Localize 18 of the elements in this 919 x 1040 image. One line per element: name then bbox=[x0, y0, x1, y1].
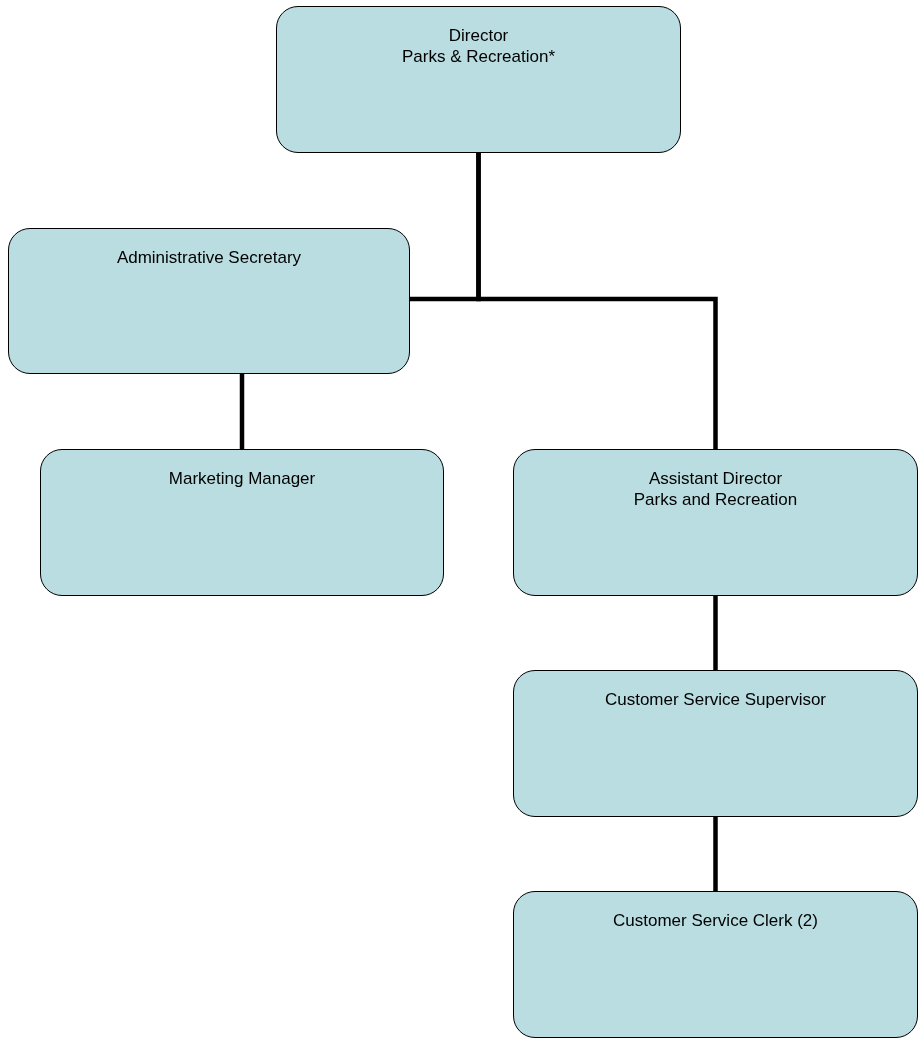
position-title: Parks and Recreation bbox=[632, 489, 799, 510]
connector-line bbox=[476, 153, 718, 449]
position-title: Director bbox=[447, 25, 510, 46]
position-box bbox=[513, 891, 918, 1038]
position-title: Parks & Recreation* bbox=[400, 46, 557, 67]
position-title: Marketing Manager bbox=[167, 468, 317, 489]
position-title: Customer Service Supervisor bbox=[603, 689, 828, 710]
position-box bbox=[513, 670, 918, 817]
position-title: Customer Service Clerk (2) bbox=[612, 910, 819, 931]
position-box bbox=[40, 449, 444, 596]
position-title: Administrative Secretary bbox=[115, 247, 303, 268]
connector-line bbox=[713, 817, 718, 891]
position-box bbox=[276, 6, 681, 153]
position-title: Assistant Director bbox=[647, 468, 784, 489]
connector-line bbox=[713, 596, 718, 670]
position-box bbox=[513, 449, 918, 596]
position-box bbox=[8, 228, 410, 374]
connector-line bbox=[239, 374, 245, 449]
